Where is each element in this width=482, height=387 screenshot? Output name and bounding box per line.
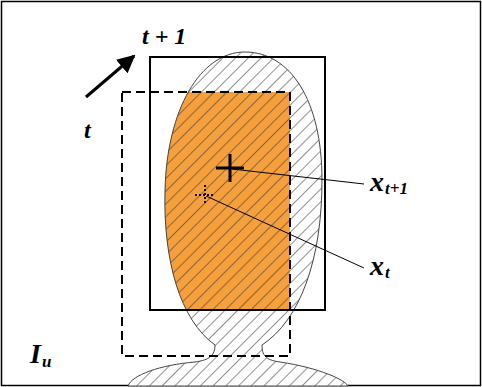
- time-label: t + 1: [142, 23, 186, 49]
- time-label: t: [84, 117, 91, 143]
- window-t1: [150, 57, 325, 310]
- subscript: u: [42, 352, 51, 371]
- silhouette-ground: [128, 52, 348, 386]
- window-t: [122, 92, 290, 356]
- center-cross-prev: [195, 194, 215, 196]
- position-symbol: x: [370, 166, 384, 197]
- center-cross: [216, 167, 244, 170]
- position-symbol: x: [370, 250, 384, 281]
- image-symbol: I: [30, 338, 41, 369]
- motion-arrow: [86, 56, 134, 97]
- subscript: t: [385, 263, 390, 282]
- leader-line: [232, 169, 364, 184]
- leader-line: [206, 196, 364, 268]
- subscript: t+1: [385, 179, 408, 198]
- person-silhouette: [128, 52, 348, 386]
